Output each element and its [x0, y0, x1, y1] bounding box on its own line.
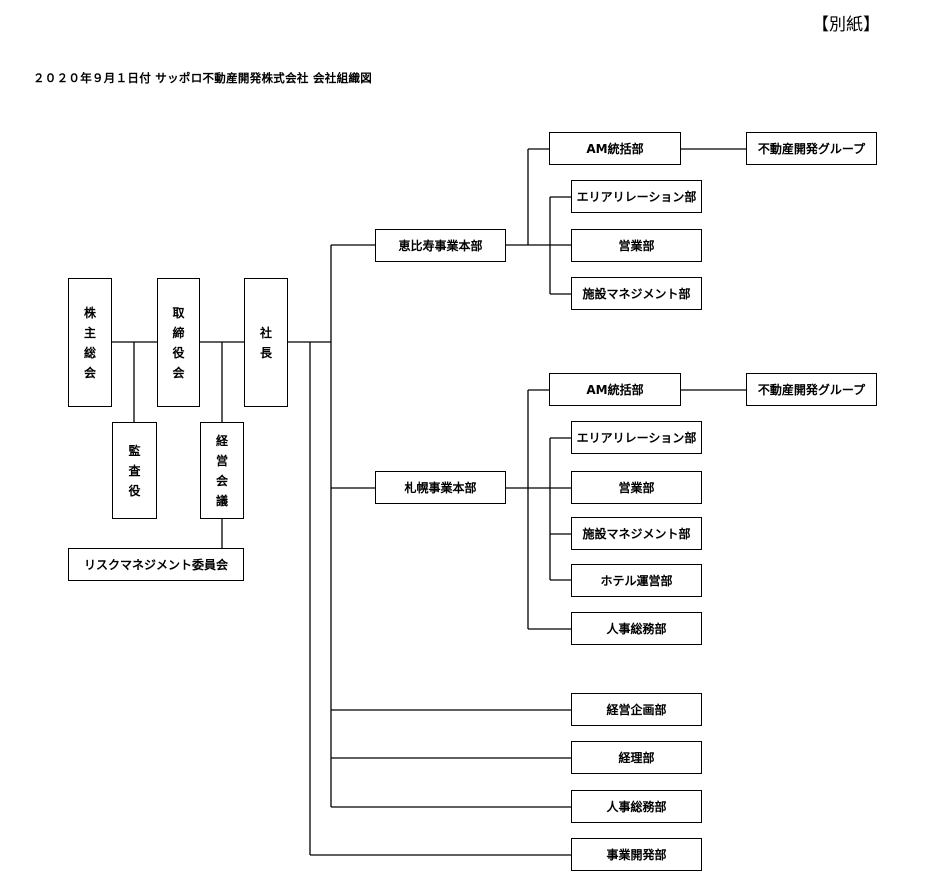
sapporo-division-label: 札幌事業本部 — [404, 481, 477, 495]
sapporo-am-dept-box: AM統括部 — [549, 373, 681, 406]
sapporo-hr-general-box: 人事総務部 — [571, 612, 702, 645]
corporate-planning-label: 経営企画部 — [606, 703, 667, 717]
sapporo-area-relations-label: エリアリレーション部 — [576, 431, 697, 445]
ebisu-area-relations-label: エリアリレーション部 — [576, 190, 697, 204]
sapporo-division-box: 札幌事業本部 — [375, 471, 506, 504]
president-label: 社長 — [260, 326, 273, 360]
ebisu-division-label: 恵比寿事業本部 — [398, 239, 483, 253]
management-council-label: 経営会議 — [216, 433, 229, 508]
accounting-label: 経理部 — [618, 751, 655, 765]
ebisu-facility-box: 施設マネジメント部 — [571, 277, 702, 310]
attachment-label: 【別紙】 — [812, 15, 880, 35]
sapporo-sales-box: 営業部 — [571, 471, 702, 504]
board-box: 取締役会 — [157, 278, 200, 407]
auditor-label: 監査役 — [128, 443, 141, 498]
sapporo-facility-box: 施設マネジメント部 — [571, 517, 702, 550]
sapporo-hotel-box: ホテル運営部 — [571, 564, 702, 597]
accounting-box: 経理部 — [571, 741, 702, 774]
ebisu-re-dev-group-box: 不動産開発グループ — [746, 132, 877, 165]
ebisu-re-dev-group-label: 不動産開発グループ — [757, 142, 866, 156]
corporate-planning-box: 経営企画部 — [571, 693, 702, 726]
business-dev-box: 事業開発部 — [571, 838, 702, 871]
sapporo-sales-label: 営業部 — [618, 481, 655, 495]
management-council-box: 経営会議 — [200, 422, 244, 519]
risk-committee-box: リスクマネジメント委員会 — [68, 548, 244, 581]
sapporo-hr-general-label: 人事総務部 — [606, 622, 667, 636]
shareholders-meeting-label: 株主総会 — [84, 305, 97, 380]
sapporo-am-dept-label: AM統括部 — [586, 383, 644, 397]
board-label: 取締役会 — [172, 305, 185, 380]
ebisu-sales-box: 営業部 — [571, 229, 702, 262]
sapporo-area-relations-box: エリアリレーション部 — [571, 421, 702, 454]
document-title: ２０２０年９月１日付 サッポロ不動産開発株式会社 会社組織図 — [33, 71, 373, 85]
ebisu-facility-label: 施設マネジメント部 — [582, 287, 691, 301]
auditor-box: 監査役 — [112, 422, 157, 519]
corporate-hr-general-box: 人事総務部 — [571, 790, 702, 823]
corporate-hr-general-label: 人事総務部 — [606, 800, 667, 814]
ebisu-division-box: 恵比寿事業本部 — [375, 229, 506, 262]
sapporo-re-dev-group-label: 不動産開発グループ — [757, 383, 866, 397]
sapporo-facility-label: 施設マネジメント部 — [582, 527, 691, 541]
ebisu-area-relations-box: エリアリレーション部 — [571, 180, 702, 213]
ebisu-am-dept-label: AM統括部 — [586, 142, 644, 156]
president-box: 社長 — [244, 278, 288, 407]
ebisu-sales-label: 営業部 — [618, 239, 655, 253]
sapporo-hotel-label: ホテル運営部 — [600, 574, 673, 588]
sapporo-re-dev-group-box: 不動産開発グループ — [746, 373, 877, 406]
risk-committee-label: リスクマネジメント委員会 — [83, 558, 228, 572]
business-dev-label: 事業開発部 — [606, 848, 667, 862]
ebisu-am-dept-box: AM統括部 — [549, 132, 681, 165]
shareholders-meeting-box: 株主総会 — [68, 278, 112, 407]
